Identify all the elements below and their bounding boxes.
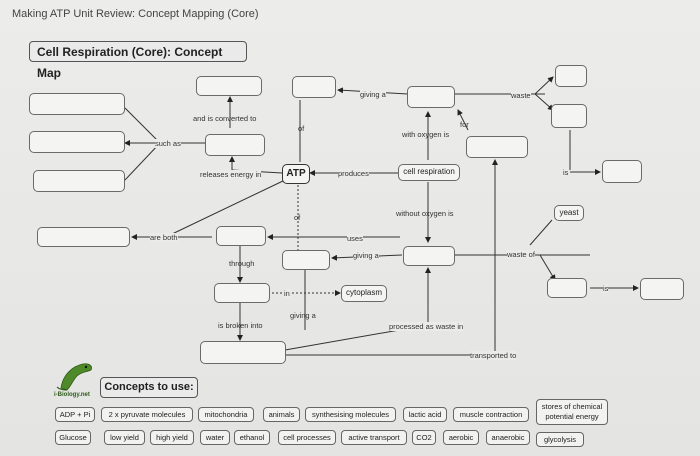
cytoplasm-box: cytoplasm	[341, 285, 387, 302]
link-is-broken-into: is broken into	[218, 321, 263, 330]
link-is-bottom-right: is	[603, 284, 609, 293]
yeast-box: yeast	[554, 205, 584, 221]
link-of-mid: of	[294, 213, 301, 222]
link-processed-as-waste-in: processed as waste in	[389, 322, 464, 331]
concept-chip[interactable]: lactic acid	[403, 407, 447, 422]
link-giving-a-mid: giving a	[353, 251, 379, 260]
link-without-oxygen-is: without oxygen is	[396, 209, 454, 218]
link-produces: produces	[338, 169, 369, 178]
concept-chip[interactable]: low yield	[104, 430, 145, 445]
concept-box[interactable]	[216, 226, 266, 246]
concept-chip[interactable]: stores of chemical potential energy	[536, 399, 608, 425]
concepts-heading: Concepts to use:	[100, 377, 198, 398]
link-and-is-converted-to: and is converted to	[193, 114, 257, 123]
concept-box[interactable]	[292, 76, 336, 98]
concept-box[interactable]	[205, 134, 265, 156]
link-for: for	[460, 120, 469, 129]
link-through: through	[229, 259, 255, 268]
concept-chip[interactable]: Glucose	[55, 430, 91, 445]
concept-box[interactable]	[466, 136, 528, 158]
concept-box[interactable]	[33, 170, 125, 192]
concept-chip[interactable]: glycolysis	[536, 432, 584, 447]
link-uses: uses	[347, 234, 363, 243]
concept-box[interactable]	[37, 227, 130, 247]
link-giving-a-top: giving a	[360, 90, 386, 99]
link-with-oxygen-is: with oxygen is	[402, 130, 450, 139]
concept-chip[interactable]: high yield	[150, 430, 194, 445]
concept-chip[interactable]: anaerobic	[486, 430, 530, 445]
concept-box[interactable]	[551, 104, 587, 128]
concept-chip[interactable]: aerobic	[443, 430, 479, 445]
concept-chip[interactable]: animals	[263, 407, 300, 422]
link-in: in	[284, 289, 290, 298]
concept-box[interactable]	[555, 65, 587, 87]
concept-chip[interactable]: ethanol	[234, 430, 270, 445]
concept-box[interactable]	[214, 283, 270, 303]
lizard-icon	[56, 363, 92, 391]
concept-box[interactable]	[29, 131, 125, 153]
concept-chip[interactable]: active transport	[341, 430, 407, 445]
link-releases-energy-in: releases energy in	[200, 170, 262, 179]
link-giving-a-low: giving a	[290, 311, 316, 320]
link-waste-top: waste	[511, 91, 531, 100]
concept-chip[interactable]: 2 x pyruvate molecules	[101, 407, 193, 422]
link-of-top: of	[298, 124, 305, 133]
link-are-both: are both	[150, 233, 178, 242]
link-is-right: is	[563, 168, 569, 177]
concept-box[interactable]	[403, 246, 455, 266]
concept-chip[interactable]: water	[200, 430, 230, 445]
concept-box[interactable]	[200, 341, 286, 364]
concept-box[interactable]	[602, 160, 642, 183]
atp-box: ATP	[282, 164, 310, 184]
concept-box[interactable]	[282, 250, 330, 270]
concept-chip[interactable]: ADP + Pi	[55, 407, 95, 422]
link-transported-to: transported to	[470, 351, 517, 360]
concept-box[interactable]	[407, 86, 455, 108]
concept-chip[interactable]: cell processes	[278, 430, 336, 445]
logo-text: i-Biology.net	[54, 392, 90, 398]
concept-box[interactable]	[29, 93, 125, 115]
link-waste-of: waste of	[507, 250, 535, 259]
link-such-as: such as	[155, 139, 181, 148]
concept-chip[interactable]: CO2	[412, 430, 436, 445]
concept-chip[interactable]: muscle contraction	[453, 407, 529, 422]
concept-map-banner: Cell Respiration (Core): Concept Map	[29, 41, 247, 80]
cell-respiration-box: cell respiration	[398, 164, 460, 181]
concept-chip[interactable]: mitochondria	[198, 407, 254, 422]
concept-chip[interactable]: synthesising molecules	[305, 407, 396, 422]
concept-box[interactable]	[196, 76, 262, 96]
concept-box[interactable]	[640, 278, 684, 300]
page-title: Making ATP Unit Review: Concept Mapping …	[12, 8, 259, 20]
concept-box[interactable]	[547, 278, 587, 298]
